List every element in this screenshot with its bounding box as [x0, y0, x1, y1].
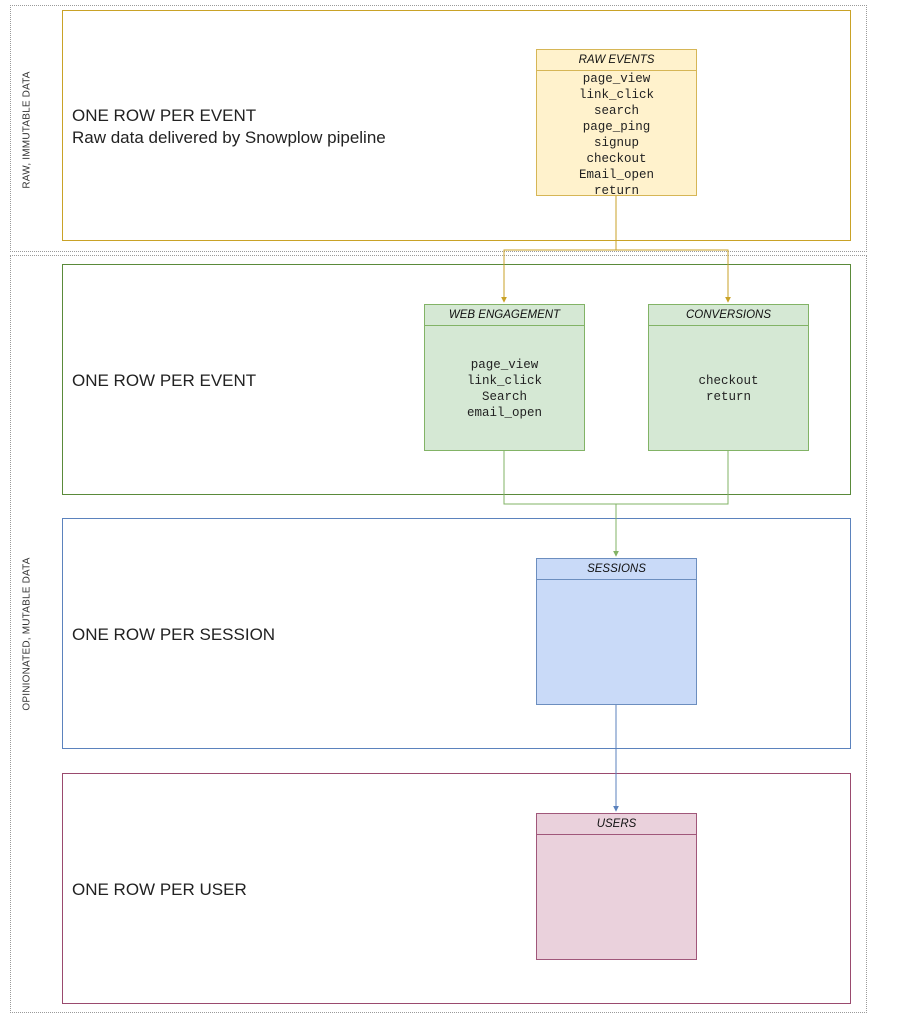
layer-title: ONE ROW PER EVENT [72, 106, 257, 125]
conversions-to-sessions-connector [616, 451, 729, 505]
table-header: RAW EVENTS [537, 50, 696, 71]
modeled-data-section [10, 255, 867, 1013]
table-row: checkout [586, 152, 647, 166]
table-row: signup [593, 136, 639, 150]
web-engagement-table: WEB ENGAGEMENT page_view link_click Sear… [424, 304, 585, 451]
table-row: page_view [470, 358, 539, 372]
raw-events-table: RAW EVENTS page_view link_click search p… [536, 49, 697, 199]
sessions-table: SESSIONS [536, 558, 697, 705]
table-row: return [593, 184, 639, 198]
table-row: Search [481, 390, 527, 404]
table-row: checkout [698, 374, 759, 388]
web-engagement-to-sessions-connector [503, 451, 619, 557]
table-row: Email_open [578, 168, 654, 182]
table-row: email_open [466, 406, 542, 420]
table-rows: page_view link_click search page_ping si… [537, 71, 696, 199]
users-table: USERS [536, 813, 697, 960]
table-header: WEB ENGAGEMENT [425, 305, 584, 326]
table-rows: page_view link_click Search email_open [425, 326, 584, 421]
table-header: SESSIONS [537, 559, 696, 580]
raw-events-layer: ONE ROW PER EVENT Raw data delivered by … [62, 10, 851, 241]
layer-title: ONE ROW PER USER [72, 880, 247, 899]
table-rows: checkout return [649, 326, 808, 405]
table-row: page_view [582, 72, 651, 86]
raw-to-conversions-connector [616, 249, 731, 303]
table-row: link_click [578, 88, 654, 102]
raw-data-section [10, 5, 867, 252]
raw-to-web-engagement-connector [501, 196, 617, 303]
table-header: CONVERSIONS [649, 305, 808, 326]
table-row: search [593, 104, 639, 118]
table-row: link_click [466, 374, 542, 388]
layer-title: ONE ROW PER EVENT [72, 371, 257, 390]
modeled-events-layer: ONE ROW PER EVENT [62, 264, 851, 495]
users-layer: ONE ROW PER USER [62, 773, 851, 1004]
table-row: page_ping [582, 120, 651, 134]
table-row: return [705, 390, 751, 404]
sessions-layer: ONE ROW PER SESSION [62, 518, 851, 749]
table-header: USERS [537, 814, 696, 835]
layer-subtitle: Raw data delivered by Snowplow pipeline [72, 128, 386, 147]
layer-title: ONE ROW PER SESSION [72, 625, 276, 644]
conversions-table: CONVERSIONS checkout return [648, 304, 809, 451]
